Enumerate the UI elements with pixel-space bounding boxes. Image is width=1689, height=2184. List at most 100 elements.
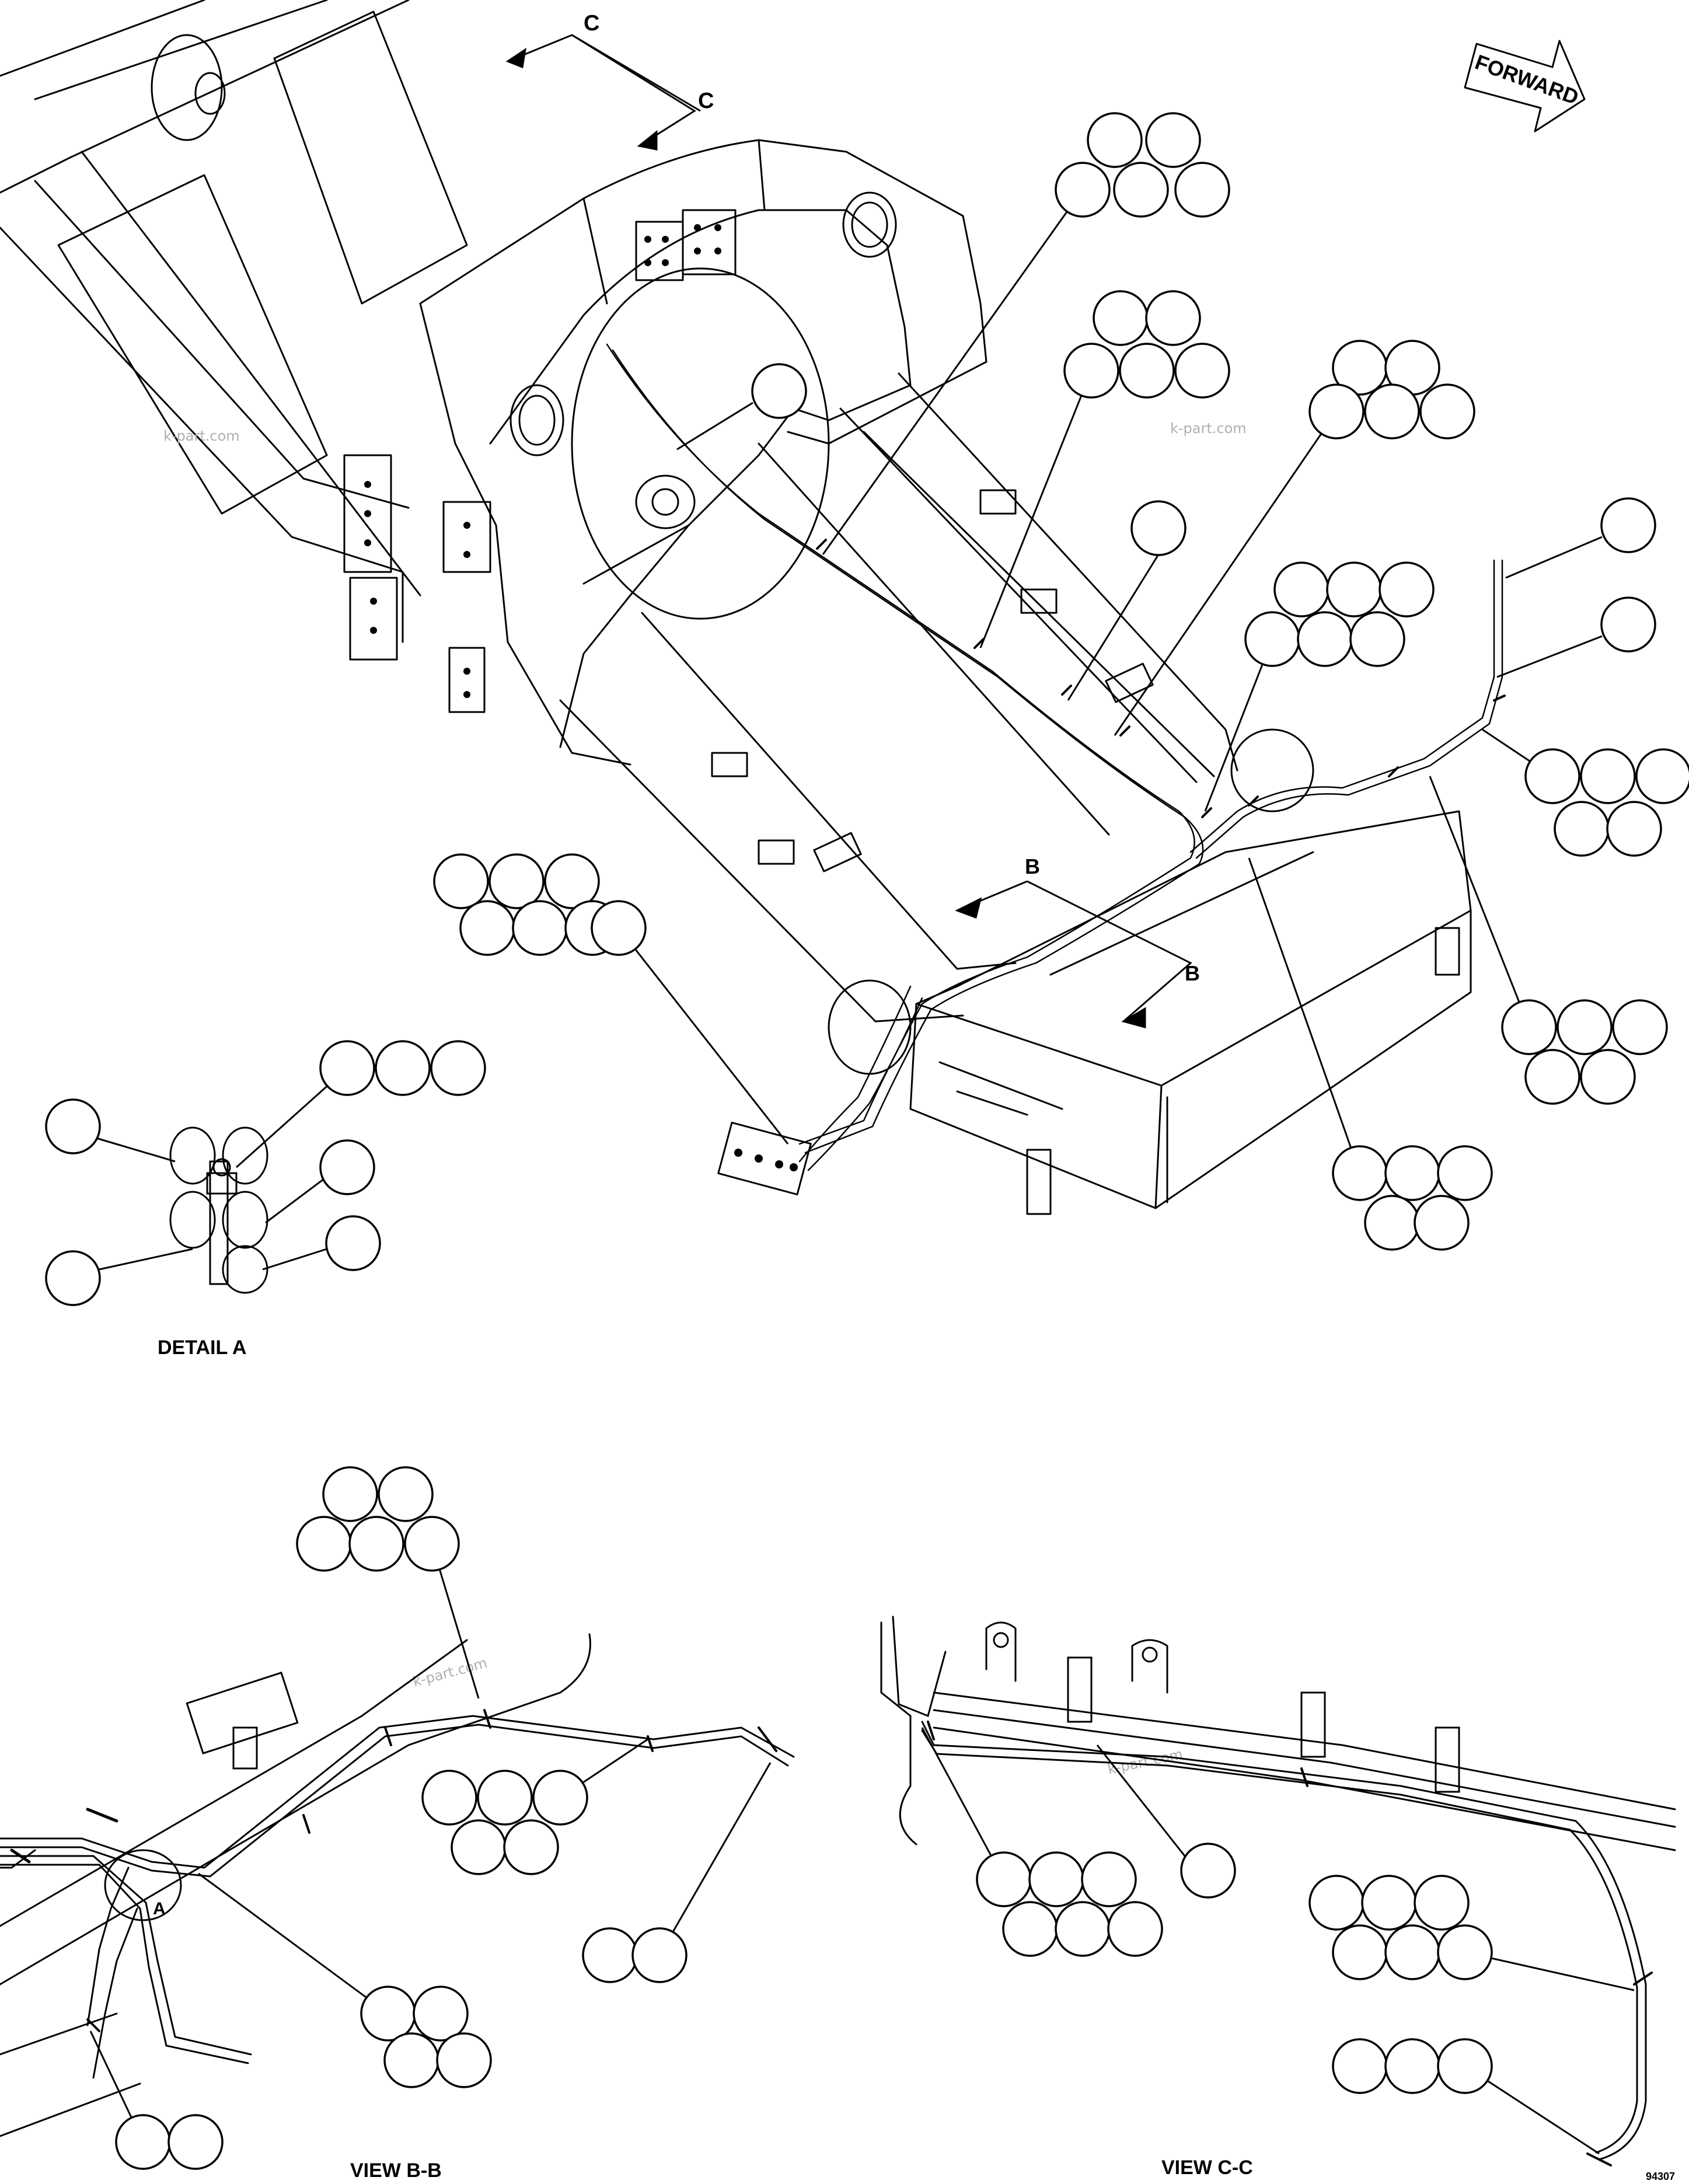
section-c-letter-top: C bbox=[584, 11, 599, 36]
callout-balloon bbox=[1580, 748, 1636, 804]
callout-balloon bbox=[1437, 1924, 1493, 1980]
callout-balloon bbox=[477, 1770, 533, 1826]
detail-a-clamp-drawing bbox=[169, 1126, 268, 1294]
callout-group-g25 bbox=[1308, 1875, 1635, 1991]
callout-balloon bbox=[1384, 2038, 1440, 2094]
callout-balloon bbox=[488, 853, 545, 909]
view-cc-caption: VIEW C-C bbox=[1161, 2157, 1253, 2179]
callout-leader-line bbox=[1496, 635, 1603, 678]
callout-group-g12 bbox=[1248, 857, 1493, 1251]
callout-balloon bbox=[1332, 2038, 1388, 2094]
port-circle-left bbox=[510, 384, 564, 456]
callout-group-g24 bbox=[1096, 1745, 1236, 1899]
swing-bearing-opening bbox=[571, 267, 830, 620]
callout-balloon bbox=[1113, 162, 1169, 218]
callout-group-g14 bbox=[45, 1098, 176, 1163]
callout-balloon bbox=[1055, 162, 1111, 218]
callout-balloon bbox=[348, 1516, 404, 1572]
callout-group-g23 bbox=[921, 1727, 1163, 1957]
axle-tube-left bbox=[828, 979, 912, 1075]
callout-leader-line bbox=[1204, 639, 1273, 812]
callout-balloon bbox=[544, 853, 600, 909]
callout-leader-line bbox=[822, 189, 1084, 555]
callout-group-g13 bbox=[235, 1040, 486, 1168]
callout-balloon bbox=[1081, 1851, 1137, 1907]
callout-balloon bbox=[459, 900, 515, 956]
callout-balloon bbox=[1361, 1875, 1417, 1931]
callout-balloon bbox=[1557, 999, 1613, 1055]
callout-balloon bbox=[503, 1819, 559, 1875]
callout-balloon bbox=[1364, 383, 1420, 439]
drawing-number: 94307 bbox=[1646, 2171, 1675, 2182]
machine-frame-drawing bbox=[0, 0, 1472, 1215]
callout-leader-line bbox=[1464, 1951, 1635, 1991]
callout-group-g8 bbox=[1496, 596, 1656, 678]
detail-a-caption: DETAIL A bbox=[158, 1337, 246, 1359]
callout-group-g22 bbox=[89, 2031, 224, 2170]
detail-a-circle bbox=[104, 1849, 182, 1921]
view-bb-drawing bbox=[0, 1633, 795, 2137]
callout-leader-line bbox=[1096, 1745, 1186, 1857]
callout-balloon bbox=[1379, 561, 1435, 617]
callout-balloon bbox=[751, 363, 807, 419]
callout-balloon bbox=[1145, 112, 1201, 168]
hose-routing-main bbox=[606, 343, 1506, 1171]
mount-plate-1 bbox=[343, 454, 392, 573]
callout-leader-line bbox=[979, 370, 1093, 648]
callout-leader-line bbox=[617, 927, 789, 1145]
callout-group-g5 bbox=[1067, 500, 1187, 701]
callout-group-g16 bbox=[262, 1215, 381, 1271]
callout-balloon bbox=[1332, 1924, 1388, 1980]
callout-group-g15 bbox=[265, 1139, 375, 1224]
section-c-letter-bottom: C bbox=[698, 89, 714, 113]
callout-group-g7 bbox=[1505, 497, 1656, 579]
callout-balloon bbox=[1273, 561, 1329, 617]
callout-group-g4 bbox=[1114, 340, 1475, 736]
callout-balloon bbox=[1055, 1901, 1111, 1957]
callout-group-g1 bbox=[822, 112, 1230, 555]
callout-group-g26 bbox=[1332, 2038, 1600, 2155]
callout-balloon bbox=[1437, 2038, 1493, 2094]
callout-balloon bbox=[1308, 383, 1365, 439]
callout-balloon bbox=[375, 1040, 431, 1096]
section-b-letter-top: B bbox=[1025, 854, 1040, 878]
callout-balloon bbox=[1524, 748, 1580, 804]
callout-balloon bbox=[1501, 999, 1557, 1055]
callout-group-g21 bbox=[582, 1762, 772, 1983]
callout-balloon bbox=[512, 900, 568, 956]
callout-balloon bbox=[1437, 1145, 1493, 1201]
callout-balloon bbox=[404, 1516, 460, 1572]
callout-balloon bbox=[1063, 343, 1119, 399]
callout-balloon bbox=[45, 1098, 101, 1154]
callout-group-g17 bbox=[45, 1248, 193, 1306]
callout-balloon bbox=[1349, 611, 1405, 667]
callout-leader-line bbox=[1429, 776, 1530, 1028]
callout-balloon bbox=[1180, 1843, 1236, 1899]
callout-balloon bbox=[1002, 1901, 1058, 1957]
forward-arrow: FORWARD bbox=[1464, 40, 1586, 132]
junction-box-2 bbox=[682, 209, 737, 275]
callout-leader-line bbox=[198, 1872, 389, 2015]
callout-balloon bbox=[325, 1215, 381, 1271]
boom-arm-inner-panel bbox=[57, 11, 468, 515]
callout-group-g11 bbox=[1429, 776, 1668, 1105]
view-bb-caption: VIEW B-B bbox=[350, 2159, 442, 2182]
callout-balloon bbox=[1580, 1049, 1636, 1105]
callout-balloon bbox=[1326, 561, 1382, 617]
callout-balloon bbox=[167, 2114, 224, 2170]
detail-a-letter: A bbox=[153, 1899, 166, 1918]
callout-balloon bbox=[1554, 801, 1610, 857]
callout-balloon bbox=[1419, 383, 1475, 439]
callout-balloon bbox=[1524, 1049, 1580, 1105]
callout-leader-line bbox=[1248, 857, 1361, 1174]
callout-balloon bbox=[1130, 500, 1187, 556]
callout-balloon bbox=[1612, 999, 1668, 1055]
long-frame-arm-left bbox=[559, 407, 1198, 1023]
callout-balloon bbox=[1145, 290, 1201, 346]
port-circle-right bbox=[842, 191, 897, 258]
callout-leader-line bbox=[262, 1248, 327, 1271]
callout-leader-line bbox=[1114, 411, 1338, 736]
callout-balloon bbox=[383, 2032, 439, 2088]
